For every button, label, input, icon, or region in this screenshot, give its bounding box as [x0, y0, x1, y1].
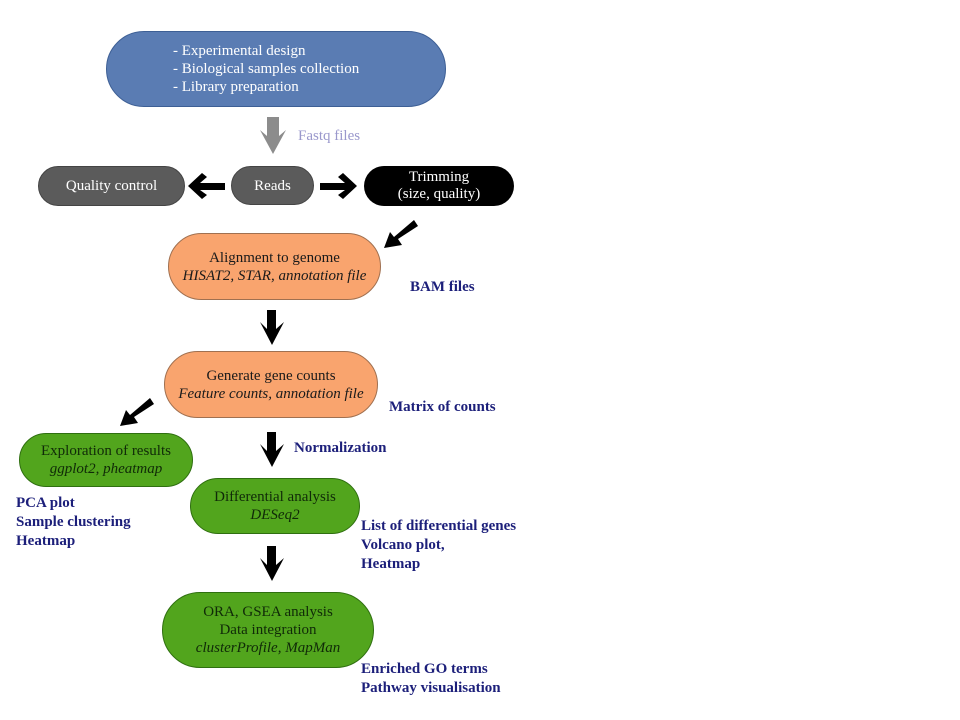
design-line-2: - Biological samples collection	[173, 61, 360, 77]
output-differential-genes: List of differential genes	[361, 518, 517, 534]
arrow-diagonal-to-alignment-icon	[384, 220, 418, 248]
arrow-diagonal-to-exploration-icon	[120, 398, 154, 426]
exploration-tools: ggplot2, pheatmap	[49, 461, 163, 477]
output-pca-plot: PCA plot	[16, 495, 75, 511]
node-trimming: Trimming (size, quality)	[364, 166, 514, 206]
gene-counts-tools: Feature counts, annotation file	[178, 385, 364, 402]
node-enrichment: ORA, GSEA analysis Data integration clus…	[162, 592, 374, 668]
node-gene-counts: Generate gene counts Feature counts, ann…	[164, 351, 378, 418]
enrichment-outputs: Enriched GO terms Pathway visualisation	[361, 660, 501, 698]
node-exploration: Exploration of results ggplot2, pheatmap	[19, 433, 193, 487]
node-alignment: Alignment to genome HISAT2, STAR, annota…	[168, 233, 381, 300]
output-heatmap: Heatmap	[16, 533, 76, 549]
exploration-title: Exploration of results	[41, 443, 171, 459]
node-experimental-design: - Experimental design - Biological sampl…	[106, 31, 446, 107]
arrow-down-to-enrichment-icon	[260, 546, 284, 581]
node-reads: Reads	[231, 166, 314, 205]
design-line-3: - Library preparation	[173, 79, 299, 95]
design-line-1: - Experimental design	[173, 43, 306, 59]
gene-counts-title: Generate gene counts	[206, 367, 336, 384]
enrichment-line-1: ORA, GSEA analysis	[203, 604, 333, 620]
alignment-tools: HISAT2, STAR, annotation file	[182, 267, 367, 284]
reads-label: Reads	[254, 177, 291, 194]
output-pathway-visualisation: Pathway visualisation	[361, 680, 501, 696]
arrow-down-to-differential-icon	[260, 432, 284, 467]
output-sample-clustering: Sample clustering	[16, 514, 131, 530]
alignment-title: Alignment to genome	[209, 249, 340, 266]
differential-title: Differential analysis	[214, 489, 336, 505]
output-volcano-plot: Volcano plot,	[361, 537, 445, 553]
node-quality-control: Quality control	[38, 166, 185, 206]
arrow-right-icon	[320, 173, 357, 199]
differential-outputs: List of differential genes Volcano plot,…	[361, 517, 516, 574]
arrow-down-gray-icon	[260, 117, 286, 154]
exploration-outputs: PCA plot Sample clustering Heatmap	[16, 494, 131, 551]
output-heatmap-de: Heatmap	[361, 556, 421, 572]
edge-label-normalization: Normalization	[294, 440, 387, 456]
enrichment-tools: clusterProfile, MapMan	[195, 640, 341, 656]
output-enriched-go: Enriched GO terms	[361, 661, 488, 677]
node-differential: Differential analysis DESeq2	[190, 478, 360, 534]
edge-label-matrix: Matrix of counts	[389, 399, 496, 415]
enrichment-line-2: Data integration	[219, 622, 317, 638]
trimming-line-2: (size, quality)	[397, 186, 481, 202]
edge-label-bam: BAM files	[410, 279, 475, 295]
trimming-line-1: Trimming	[408, 168, 470, 185]
quality-control-label: Quality control	[65, 178, 158, 194]
differential-tools: DESeq2	[250, 507, 300, 523]
edge-label-fastq: Fastq files	[298, 128, 361, 144]
arrow-left-icon	[188, 173, 225, 199]
arrow-down-to-counts-icon	[260, 310, 284, 345]
